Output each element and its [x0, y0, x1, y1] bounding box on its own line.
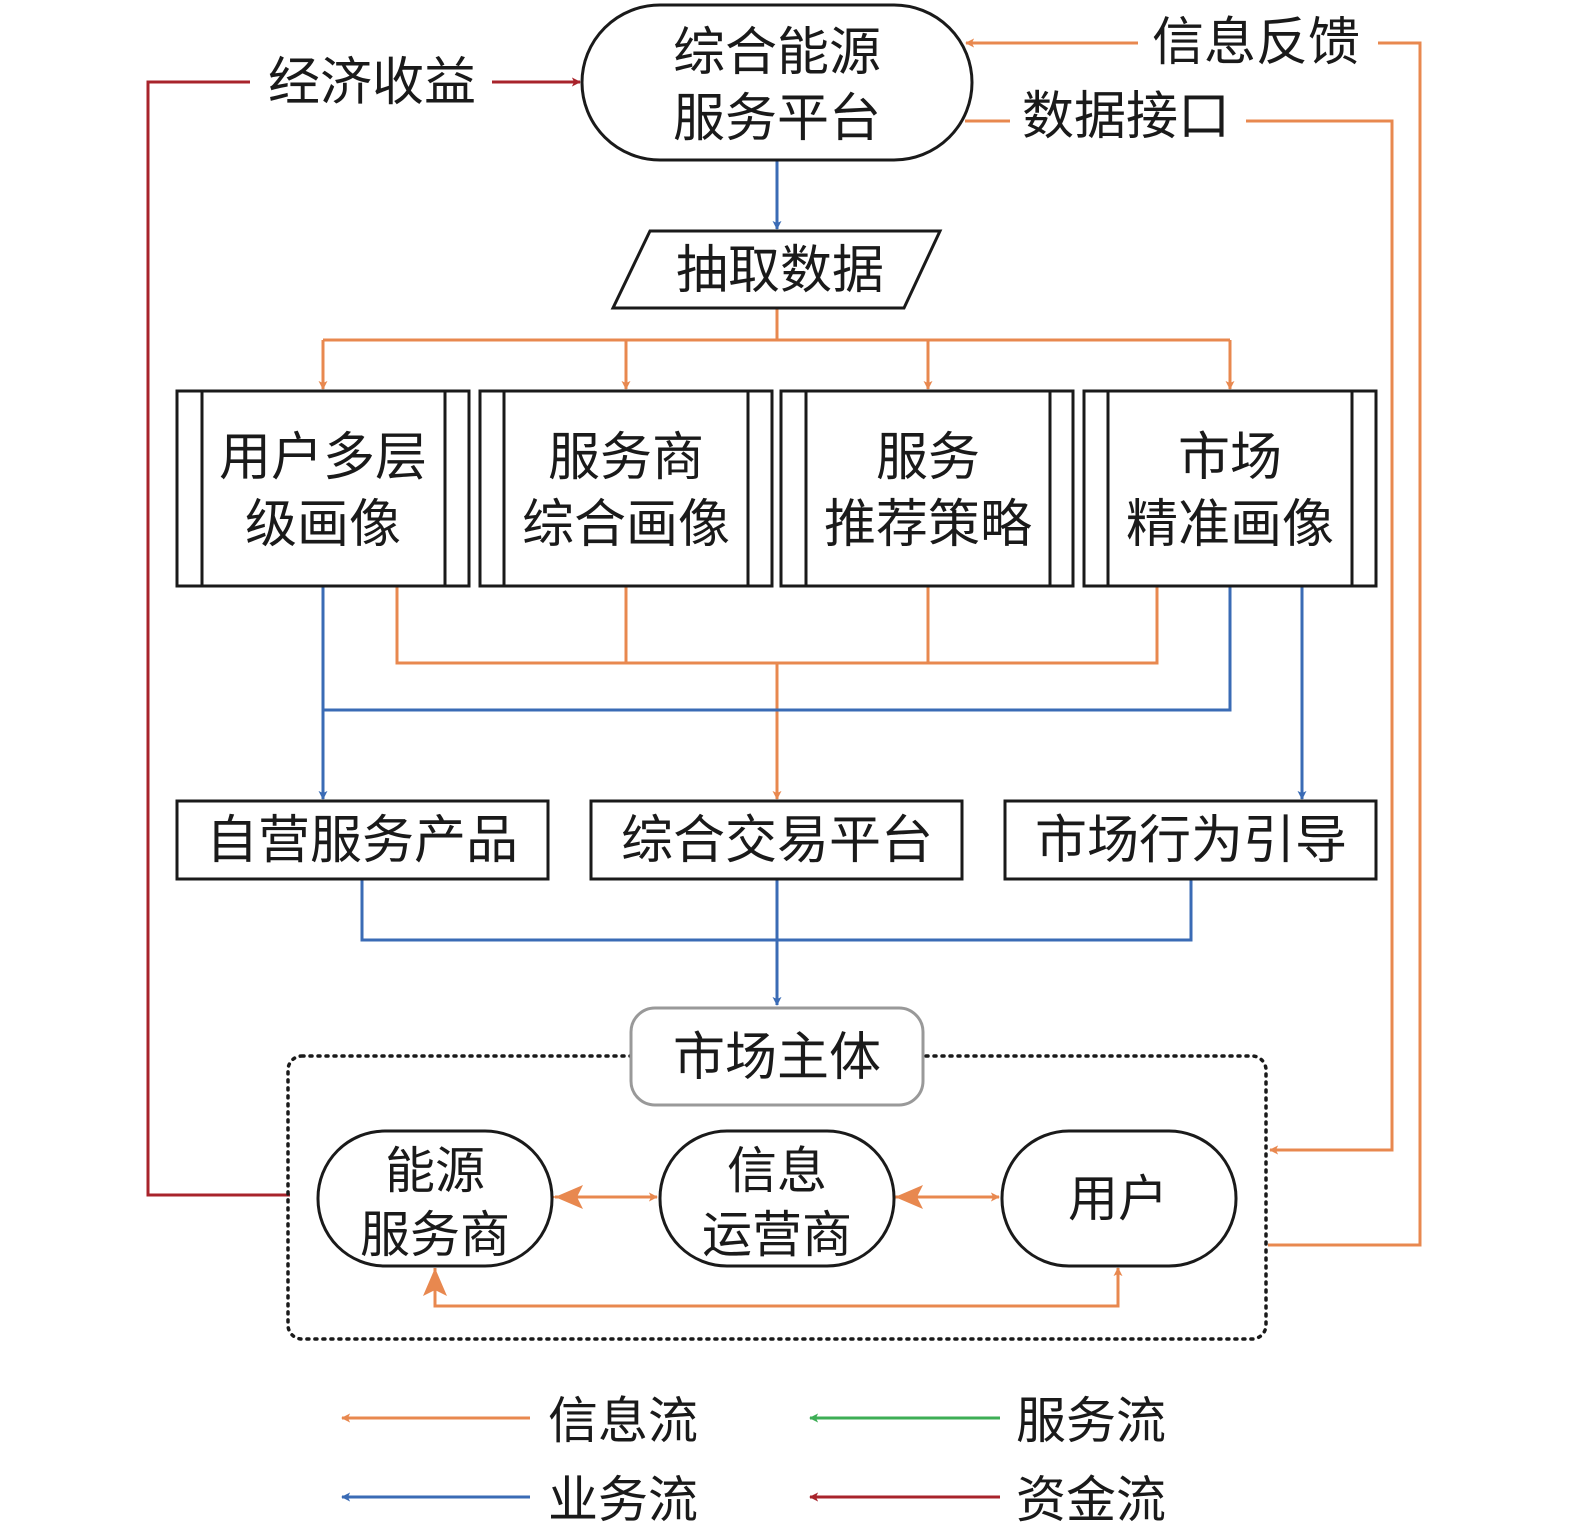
- member-label: 运营商: [702, 1206, 852, 1264]
- profile-label: 市场: [1178, 428, 1282, 488]
- legend-label: 业务流: [548, 1471, 698, 1529]
- profile-node-1[interactable]: 用户多层 级画像: [175, 389, 471, 588]
- market-entity-label: 市场主体: [673, 1028, 881, 1088]
- market-entity-node[interactable]: 市场主体: [629, 1006, 925, 1107]
- extract-data-label: 抽取数据: [676, 241, 884, 301]
- legend-label: 资金流: [1016, 1471, 1166, 1529]
- user-node[interactable]: 用户: [1000, 1129, 1238, 1268]
- member-label: 用户: [1068, 1170, 1168, 1228]
- legend-item-service-flow: 服务流: [809, 1392, 1166, 1450]
- trading-platform-node[interactable]: 综合交易平台: [589, 799, 964, 881]
- legend-item-business-flow: 业务流: [341, 1471, 698, 1529]
- profiles-business-bus: [323, 587, 1232, 712]
- data-interface-line: [1246, 119, 1394, 1155]
- legend: 信息流 服务流 业务流 资金流: [341, 1392, 1166, 1529]
- member-label: 服务商: [360, 1206, 510, 1264]
- profile-node-2[interactable]: 服务商 综合画像: [478, 389, 774, 588]
- output-label: 综合交易平台: [621, 811, 933, 871]
- platform-label-line1: 综合能源: [673, 23, 881, 83]
- output-label: 自营服务产品: [206, 811, 518, 871]
- platform-label-line2: 服务平台: [673, 89, 881, 149]
- energy-provider-node[interactable]: 能源 服务商: [316, 1129, 554, 1268]
- legend-label: 信息流: [548, 1392, 698, 1450]
- info-operator-node[interactable]: 信息 运营商: [658, 1129, 896, 1268]
- member-label: 信息: [727, 1142, 827, 1200]
- energy-user-loop: [433, 1267, 1123, 1308]
- profile-label: 用户多层: [219, 428, 427, 488]
- platform-node[interactable]: 综合能源 服务平台: [580, 3, 974, 162]
- profile-label: 精准画像: [1126, 495, 1334, 555]
- profile-node-4[interactable]: 市场 精准画像: [1082, 389, 1378, 588]
- profile-label: 综合画像: [522, 495, 730, 555]
- info-feedback-line: [1268, 41, 1422, 1247]
- legend-label: 服务流: [1016, 1392, 1166, 1450]
- output-label: 市场行为引导: [1035, 811, 1347, 871]
- info-feedback-label: 信息反馈: [1152, 13, 1360, 73]
- self-operated-products-node[interactable]: 自营服务产品: [175, 799, 550, 881]
- member-label: 能源: [385, 1142, 485, 1200]
- profiles-info-bus: [395, 587, 1159, 665]
- profile-node-3[interactable]: 服务 推荐策略: [779, 389, 1075, 588]
- profile-label: 服务: [876, 428, 980, 488]
- market-guidance-node[interactable]: 市场行为引导: [1003, 799, 1378, 881]
- economic-benefit-label: 经济收益: [268, 53, 476, 113]
- profile-label: 推荐策略: [824, 495, 1032, 555]
- capital-flow-line: [146, 80, 290, 1197]
- legend-item-info-flow: 信息流: [341, 1392, 698, 1450]
- extract-data-node[interactable]: 抽取数据: [610, 229, 943, 310]
- profile-label: 级画像: [245, 495, 401, 555]
- profile-label: 服务商: [548, 428, 704, 488]
- data-interface-label: 数据接口: [1022, 87, 1230, 147]
- legend-item-capital-flow: 资金流: [809, 1471, 1166, 1529]
